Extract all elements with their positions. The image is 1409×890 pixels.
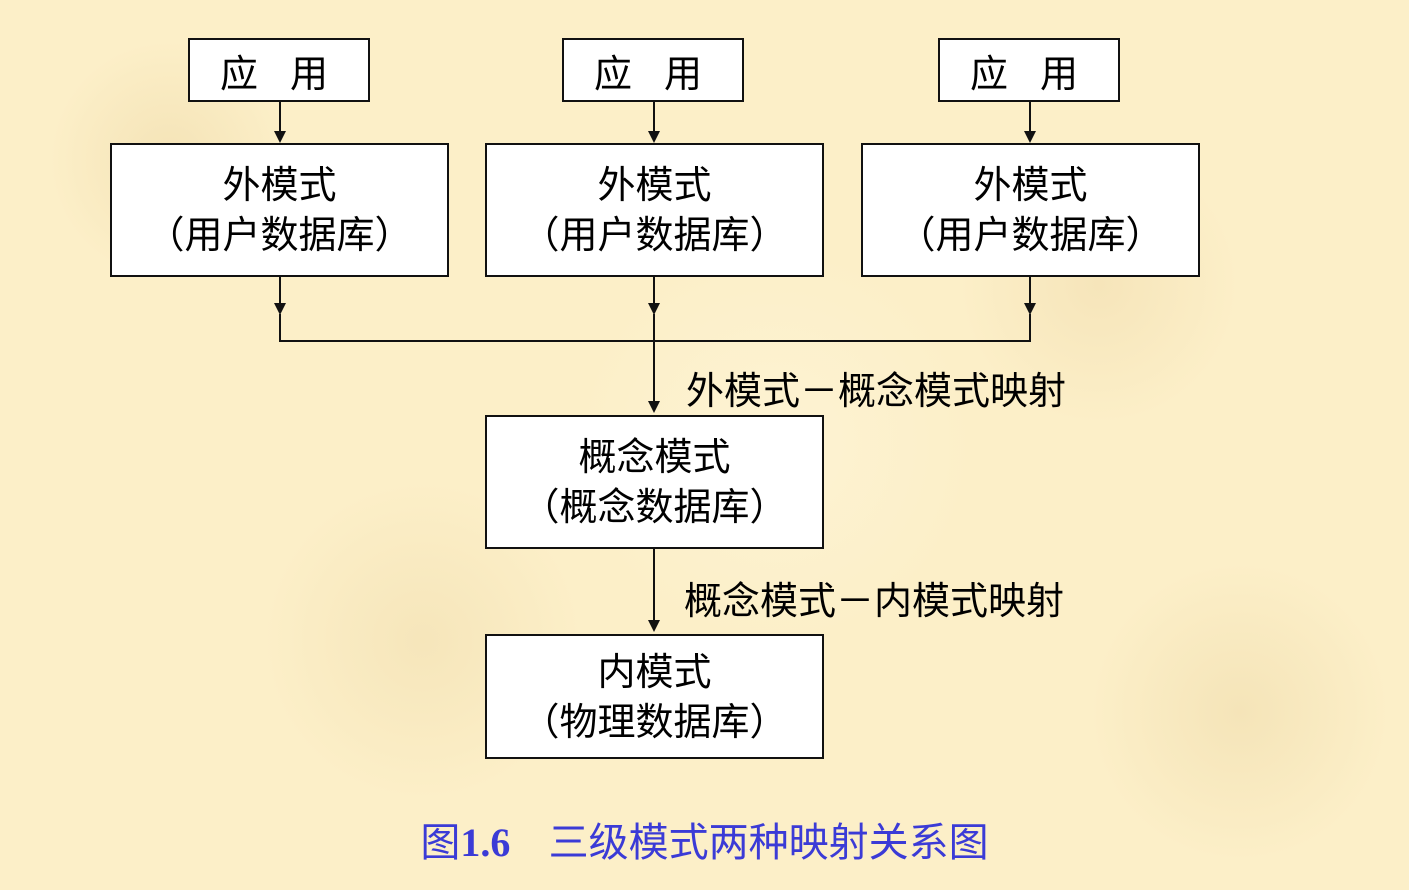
connector-line <box>653 277 655 307</box>
connector-line <box>1029 102 1031 132</box>
arrow-head <box>1024 131 1036 143</box>
connector-line <box>279 102 281 132</box>
external-schema-title: 外模式 <box>973 163 1088 207</box>
arrow-head <box>648 620 660 632</box>
arrow-head <box>648 131 660 143</box>
application-box-2: 应 用 <box>562 38 744 102</box>
external-schema-subtitle: （用户数据库） <box>521 213 788 257</box>
external-schema-subtitle: （用户数据库） <box>897 213 1164 257</box>
arrow-head <box>648 401 660 413</box>
merge-line <box>279 340 1031 342</box>
conceptual-schema-title: 概念模式 <box>578 435 731 479</box>
conceptual-schema-subtitle: （概念数据库） <box>521 485 788 529</box>
conceptual-internal-mapping-label: 概念模式－内模式映射 <box>684 579 1065 623</box>
external-schema-box-2: 外模式 （用户数据库） <box>485 143 824 277</box>
figure-caption: 图1.6 三级模式两种映射关系图 <box>0 810 1409 868</box>
connector-line <box>1029 314 1031 342</box>
connector-line <box>653 102 655 132</box>
connector-line <box>279 314 281 342</box>
internal-schema-title: 内模式 <box>597 649 712 694</box>
internal-schema-box: 内模式 （物理数据库） <box>485 634 824 759</box>
caption-prefix: 图 <box>420 820 461 866</box>
connector-line <box>653 549 655 621</box>
application-label: 应 用 <box>969 51 1089 96</box>
external-schema-subtitle: （用户数据库） <box>146 213 413 257</box>
arrow-head <box>274 131 286 143</box>
external-schema-box-1: 外模式 （用户数据库） <box>110 143 449 277</box>
application-box-1: 应 用 <box>188 38 370 102</box>
application-box-3: 应 用 <box>938 38 1120 102</box>
connector-line <box>279 277 281 307</box>
external-conceptual-mapping-label: 外模式－概念模式映射 <box>686 369 1067 413</box>
connector-line <box>1029 277 1031 307</box>
arrow-head <box>648 303 660 315</box>
external-schema-title: 外模式 <box>597 163 712 207</box>
conceptual-schema-box: 概念模式 （概念数据库） <box>485 415 824 549</box>
application-label: 应 用 <box>593 51 713 96</box>
arrow-head <box>274 303 286 315</box>
external-schema-box-3: 外模式 （用户数据库） <box>861 143 1200 277</box>
caption-number: 1.6 <box>460 820 511 865</box>
caption-text: 三级模式两种映射关系图 <box>510 820 989 866</box>
external-schema-title: 外模式 <box>222 163 337 207</box>
internal-schema-subtitle: （物理数据库） <box>521 699 788 744</box>
arrow-head <box>1024 303 1036 315</box>
application-label: 应 用 <box>219 51 339 96</box>
connector-line <box>653 314 655 402</box>
